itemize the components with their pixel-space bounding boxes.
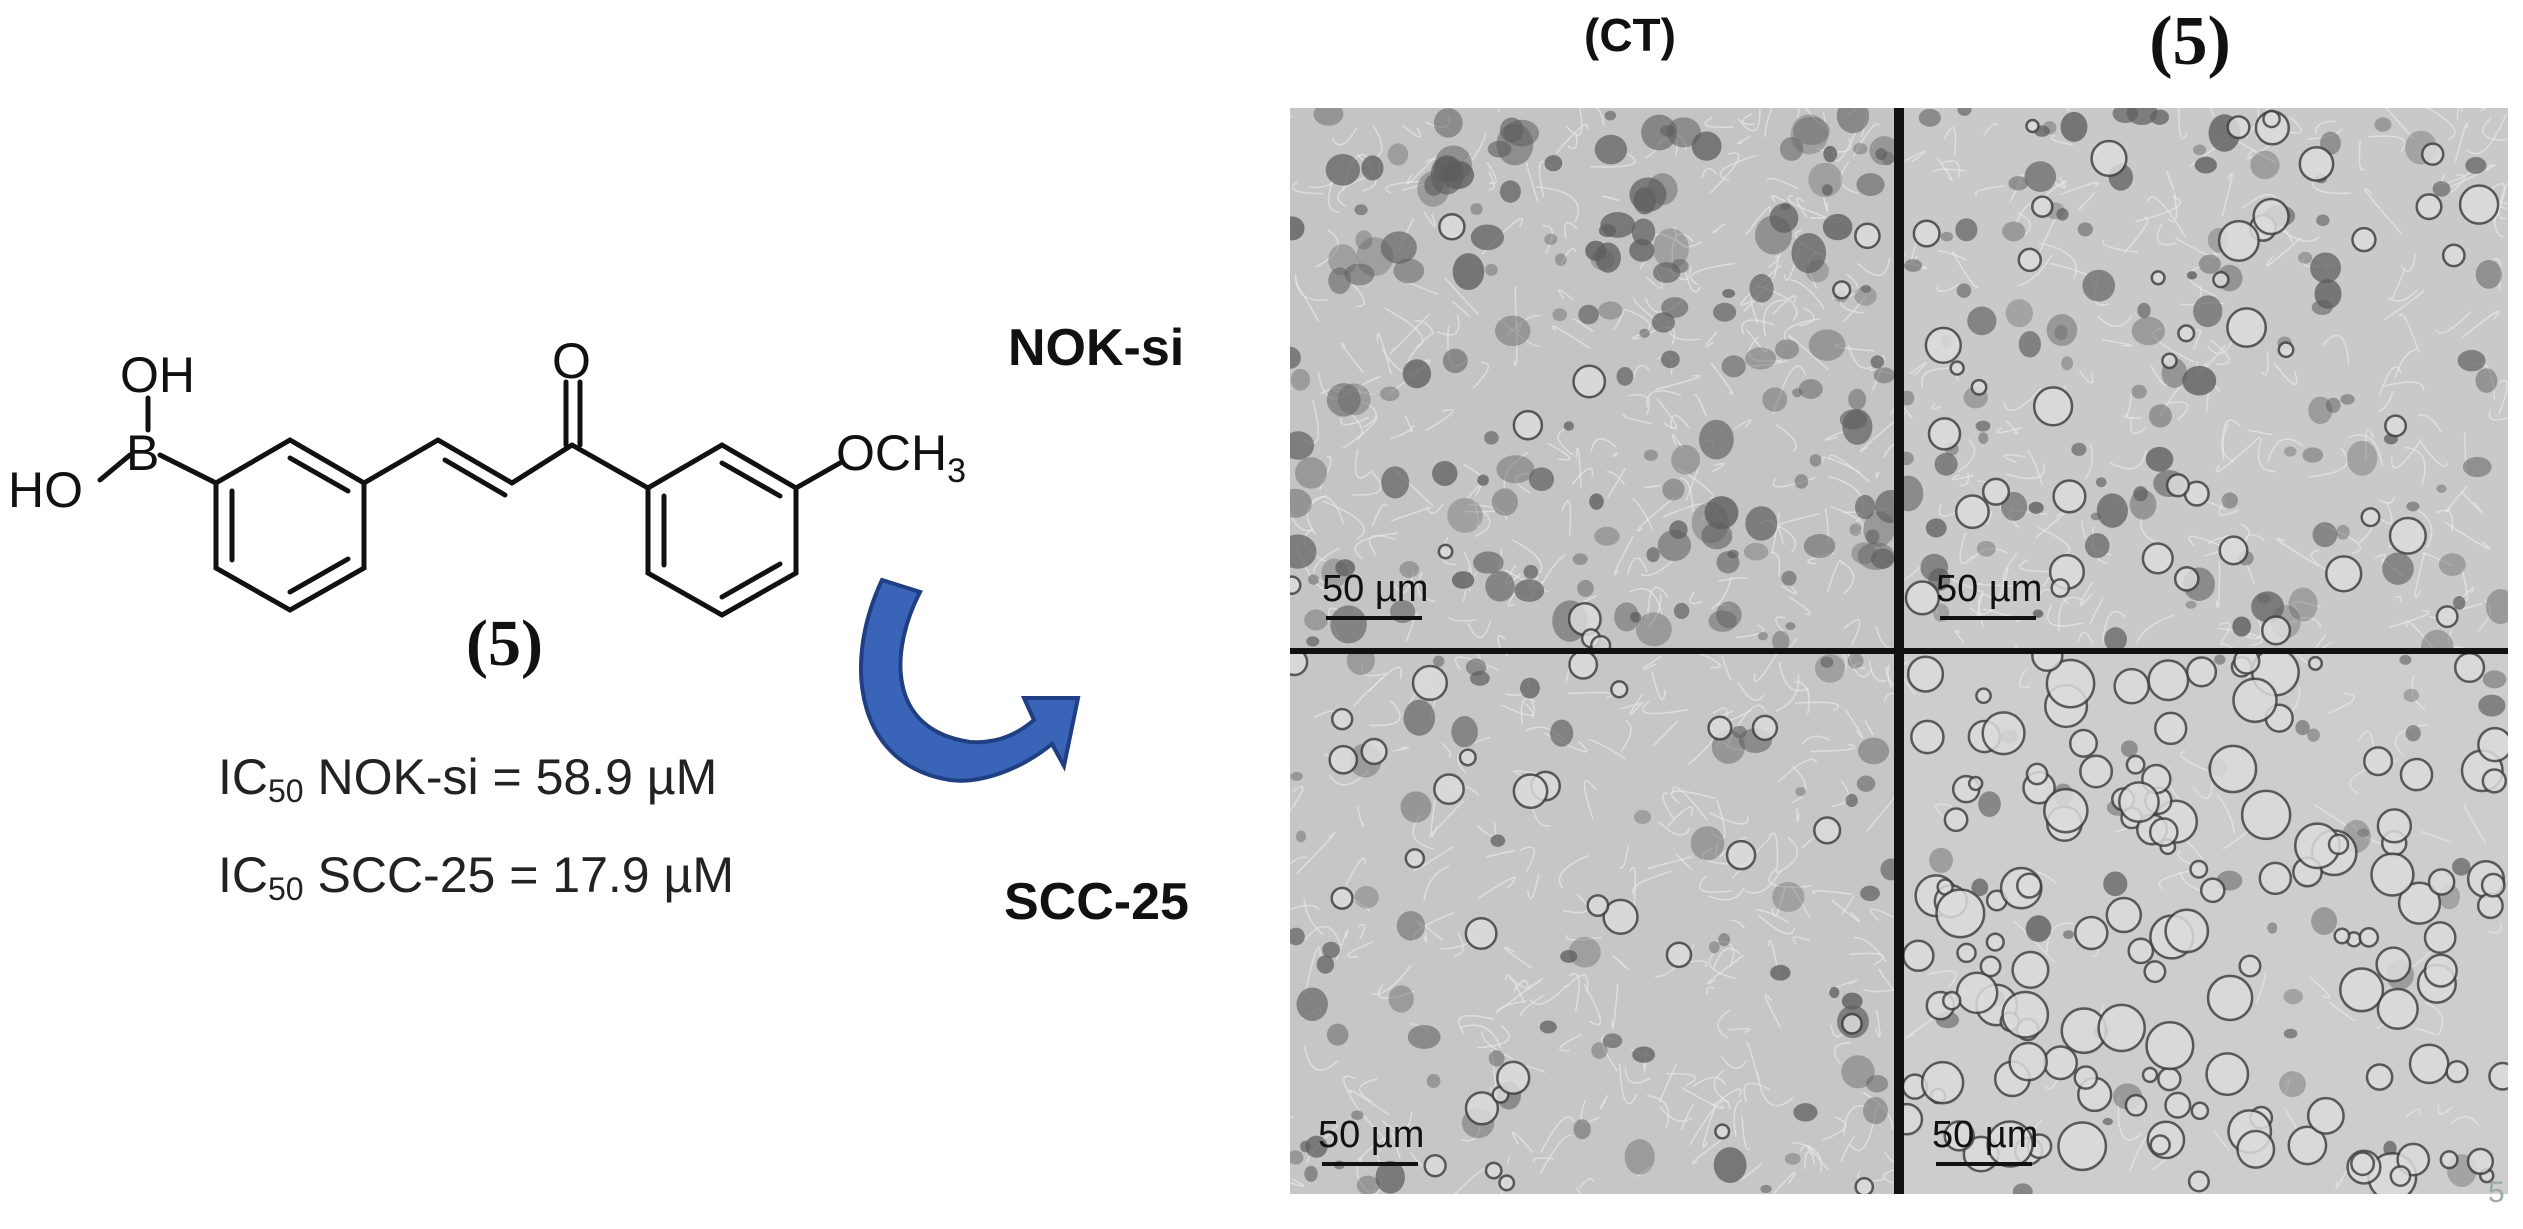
micrograph-scc-25-treated: [1904, 654, 2508, 1194]
methoxy-label: OCH3: [836, 425, 966, 490]
micrograph-grid: 50 µm 50 µm 50 µm 50 µm: [1290, 108, 2508, 1194]
grid-divider-horizontal: [1290, 648, 2508, 654]
column-header-treated: (5): [2149, 3, 2231, 80]
hydroxyl-left-label: HO: [8, 462, 83, 518]
scale-bar: 50 µm: [1318, 1114, 1424, 1166]
curved-arrow-icon: [859, 577, 1081, 783]
hydroxyl-top-label: OH: [120, 347, 195, 403]
micrograph-nok-si-control: [1290, 108, 1894, 648]
row-label-scc-25: SCC-25: [1004, 873, 1189, 931]
compound-structure: OH B HO O OCH3 (5): [8, 333, 966, 680]
scale-bar: 50 µm: [1322, 568, 1428, 620]
ketone-oxygen-label: O: [552, 333, 591, 389]
column-header-control: (CT): [1584, 9, 1676, 61]
micrograph-texture: [1290, 108, 1894, 648]
right-benzene-ring: [645, 442, 799, 618]
micrograph-texture: [1290, 654, 1894, 1194]
left-benzene-ring: [213, 437, 367, 613]
compound-number-label: (5): [466, 607, 543, 680]
micrograph-scc-25-control: [1290, 654, 1894, 1194]
ic50-scc-25: IC50 SCC-25 = 17.9 µM: [218, 847, 734, 907]
scale-bar: 50 µm: [1932, 1114, 2038, 1166]
page-number: 5: [2488, 1176, 2505, 1209]
boron-label: B: [126, 425, 159, 481]
row-label-nok-si: NOK-si: [1008, 319, 1185, 377]
scale-bar: 50 µm: [1936, 568, 2042, 620]
micrograph-nok-si-treated: [1904, 108, 2508, 648]
micrograph-texture: [1904, 654, 2508, 1194]
ic50-nok-si: IC50 NOK-si = 58.9 µM: [218, 749, 718, 809]
micrograph-texture: [1904, 108, 2508, 648]
